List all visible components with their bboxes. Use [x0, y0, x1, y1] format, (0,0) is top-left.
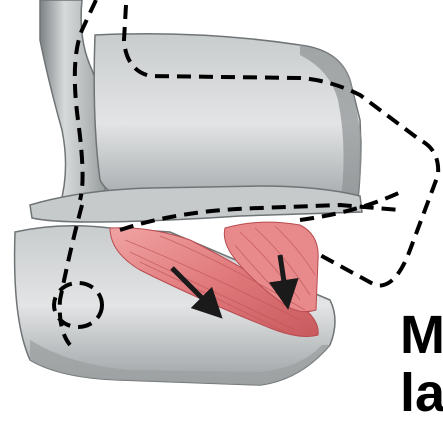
caption-line-1: M — [400, 308, 443, 362]
larynx-illustration — [0, 0, 443, 404]
caption-line-2: la — [400, 366, 443, 420]
